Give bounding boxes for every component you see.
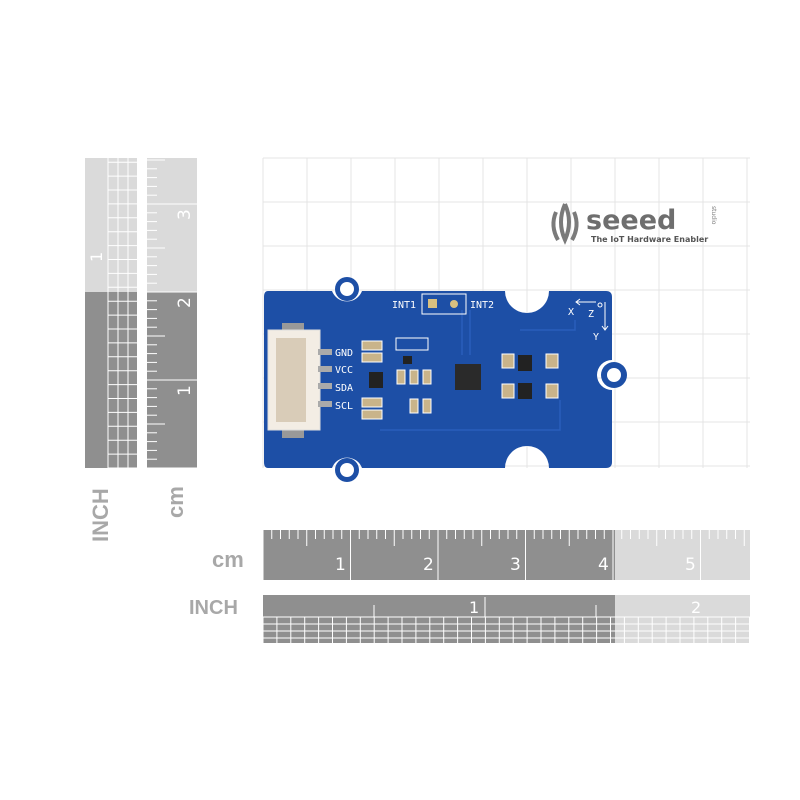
mounting-hole [340,463,354,477]
ruler-label: 1 [469,598,479,617]
horizontal-inch-ruler: 1 2 INCH [189,595,750,643]
pin-label-scl: SCL [335,401,353,412]
axis-indicator [575,298,609,331]
vertical-inch-ruler: 1 INCH [85,158,137,542]
logo-brand: seeed [586,205,676,236]
logo-sub: studio [710,206,717,225]
grove-connector [267,323,332,438]
pcb [264,291,612,468]
ruler-unit-cm: cm [163,486,188,518]
ruler-label: 1 [87,252,106,262]
accelerometer-chip [455,364,481,390]
ruler-label: 3 [510,555,521,575]
ruler-label: 3 [175,209,195,220]
vertical-cm-ruler: 3 2 1 cm [147,158,197,518]
lotus-icon [551,203,579,245]
ruler-label: 2 [423,555,434,575]
smd-components [361,337,559,420]
ruler-label: 2 [175,297,195,308]
logo-tagline: The IoT Hardware Enabler [591,235,708,244]
mounting-hole [607,368,621,382]
axis-y-label: Y [593,332,599,343]
axis-z-label: Z [588,309,594,320]
pin-label-sda: SDA [335,383,353,394]
ruler-label: 2 [691,598,701,617]
ruler-label: 5 [685,555,696,575]
ruler-label: 1 [175,385,195,396]
pin-label-vcc: VCC [335,365,353,376]
pin-label-gnd: GND [335,348,353,359]
mounting-hole [340,282,354,296]
ruler-unit-inch: INCH [88,488,113,542]
regulator-chip [369,372,383,388]
sensor-board: GND VCC SDA SCL INT1 INT2 X Z Y [264,277,627,482]
horizontal-cm-ruler: 1 2 3 4 5 cm [212,530,750,580]
ruler-label: 1 [335,555,346,575]
int1-label: INT1 [392,300,416,311]
ruler-unit-cm: cm [212,547,244,572]
int2-label: INT2 [470,300,494,311]
ruler-label: 4 [598,555,609,575]
axis-x-label: X [568,307,574,318]
ruler-unit-inch: INCH [189,597,238,619]
seeed-logo: seeed The IoT Hardware Enabler studio [551,203,717,245]
